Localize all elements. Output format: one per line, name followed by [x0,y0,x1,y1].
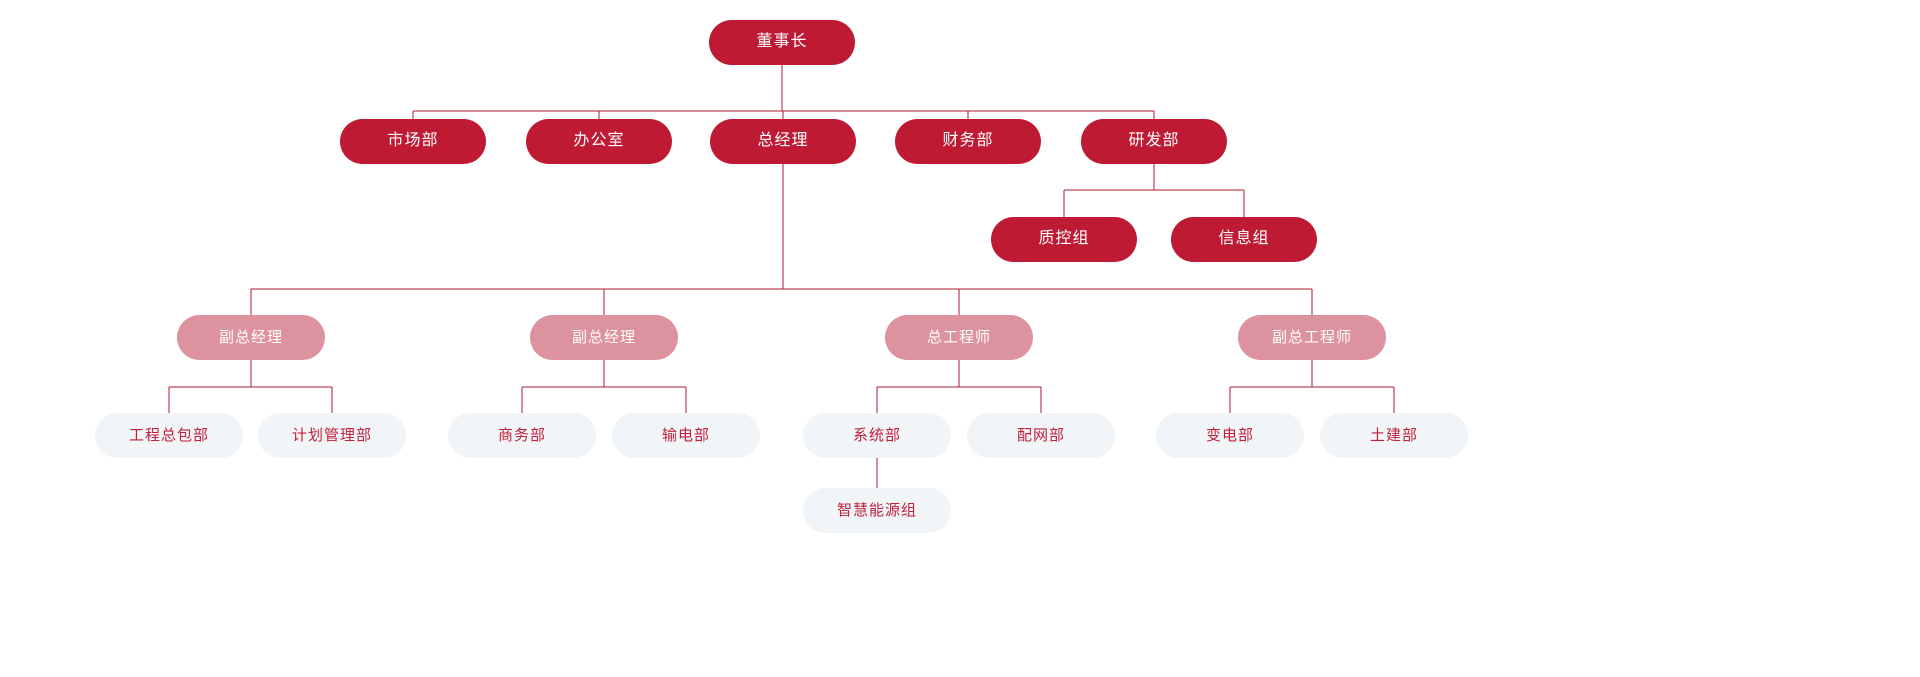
org-node-vgm2[interactable]: 副总经理 [530,314,678,360]
org-node-label-rnd: 研发部 [1128,132,1180,149]
org-node-label-vchiefeng: 副总工程师 [1271,328,1352,346]
org-node-label-distnet: 配网部 [1016,426,1065,444]
org-node-qc[interactable]: 质控组 [991,216,1137,262]
org-node-rnd[interactable]: 研发部 [1081,118,1227,164]
org-node-label-qc: 质控组 [1038,230,1090,247]
org-node-label-business: 商务部 [497,426,546,444]
org-node-label-chiefeng: 总工程师 [926,328,991,346]
org-node-civil[interactable]: 土建部 [1320,412,1468,458]
org-node-finance[interactable]: 财务部 [895,118,1041,164]
org-node-label-civil: 土建部 [1369,426,1418,444]
org-node-label-marketing: 市场部 [387,132,439,149]
org-node-label-info: 信息组 [1218,230,1270,247]
org-node-info[interactable]: 信息组 [1171,216,1317,262]
org-node-distnet[interactable]: 配网部 [967,412,1115,458]
org-node-label-transmit: 输电部 [661,426,710,444]
org-node-office[interactable]: 办公室 [526,118,672,164]
org-node-label-gm: 总经理 [757,132,809,149]
org-node-label-finance: 财务部 [942,132,994,149]
org-node-gm[interactable]: 总经理 [710,118,856,164]
org-node-label-smartenergy: 智慧能源组 [836,501,917,519]
org-node-smartenergy[interactable]: 智慧能源组 [803,487,951,533]
org-node-label-epc: 工程总包部 [128,426,209,444]
org-node-label-vgm2: 副总经理 [571,328,636,346]
org-node-vchiefeng[interactable]: 副总工程师 [1238,314,1386,360]
org-node-chairman[interactable]: 董事长 [709,19,855,65]
org-node-label-planning: 计划管理部 [291,426,372,444]
org-node-transmit[interactable]: 输电部 [612,412,760,458]
org-node-label-substation: 变电部 [1205,426,1254,444]
org-node-system[interactable]: 系统部 [803,412,951,458]
org-node-chiefeng[interactable]: 总工程师 [885,314,1033,360]
org-node-label-office: 办公室 [573,132,625,149]
org-node-label-vgm1: 副总经理 [218,328,283,346]
org-node-substation[interactable]: 变电部 [1156,412,1304,458]
org-node-vgm1[interactable]: 副总经理 [177,314,325,360]
org-node-business[interactable]: 商务部 [448,412,596,458]
org-node-epc[interactable]: 工程总包部 [95,412,243,458]
org-node-marketing[interactable]: 市场部 [340,118,486,164]
org-node-label-system: 系统部 [852,426,901,444]
org-node-label-chairman: 董事长 [756,33,808,50]
org-node-planning[interactable]: 计划管理部 [258,412,406,458]
